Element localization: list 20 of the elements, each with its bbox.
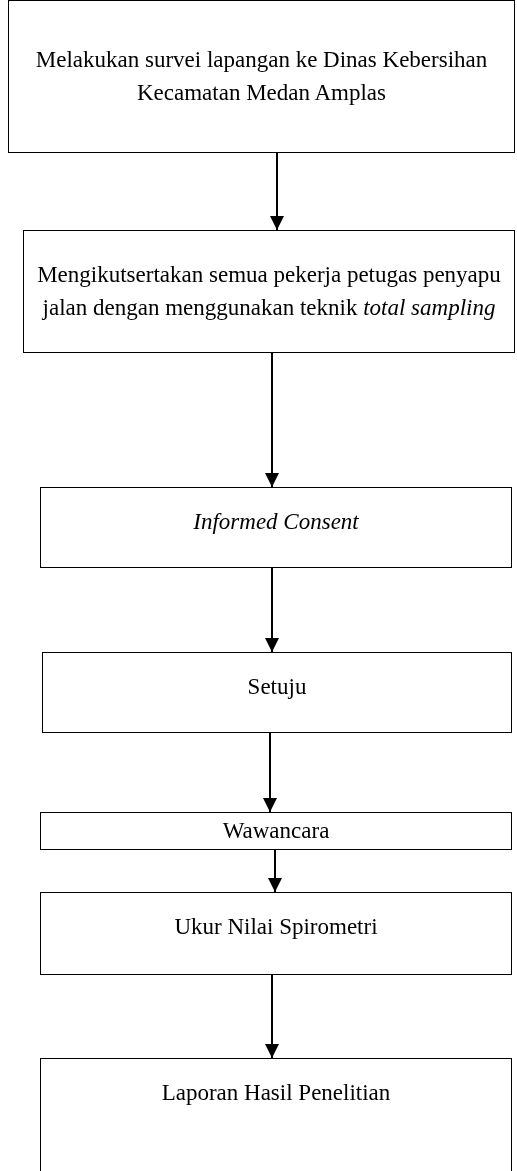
process-box	[40, 487, 512, 568]
box-text: Ukur Nilai Spirometri	[174, 913, 378, 941]
process-box	[23, 230, 515, 353]
arrow	[265, 567, 279, 653]
process-box	[40, 812, 512, 850]
box-text: Laporan Hasil Penelitian	[161, 1079, 391, 1107]
arrow	[263, 732, 277, 813]
box-text: Informed Consent	[193, 508, 359, 536]
box-text: Wawancara	[222, 816, 330, 845]
arrow	[268, 849, 282, 893]
box-text: Mengikutsertakan semua pekerja petugas penyapu jalan dengan menggunakan teknik total sampling	[36, 261, 502, 322]
box-text: Setuju	[247, 673, 307, 701]
arrow	[265, 974, 279, 1059]
arrow	[270, 152, 284, 231]
process-box	[40, 1058, 512, 1171]
process-box	[8, 0, 515, 153]
process-box	[42, 652, 512, 733]
process-box	[40, 892, 512, 975]
box-text: Melakukan survei lapangan ke Dinas Kebersihan Kecamatan Medan Amplas	[34, 46, 489, 107]
arrow	[265, 352, 279, 488]
